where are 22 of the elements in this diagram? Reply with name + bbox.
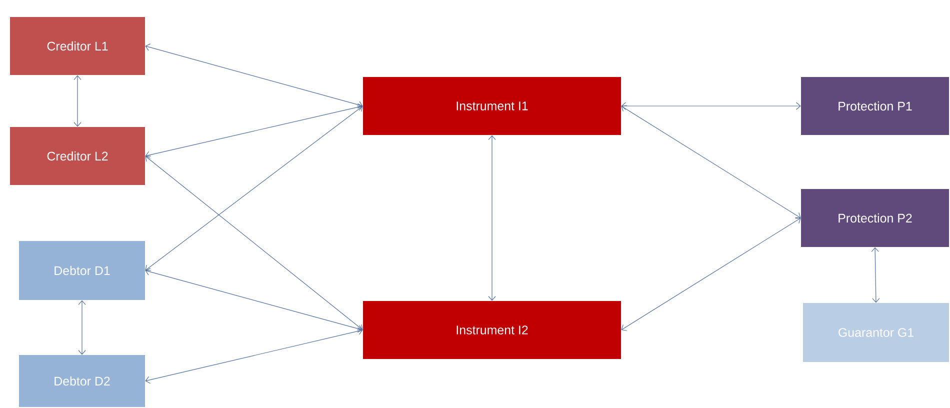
party-box: Creditor L2 <box>10 127 145 185</box>
party-box: Debtor D2 <box>19 355 145 407</box>
arrow <box>871 247 880 303</box>
arrow <box>78 300 86 355</box>
arrow <box>621 102 801 110</box>
arrow <box>145 268 363 332</box>
arrow <box>488 135 496 301</box>
party-box: Debtor D1 <box>19 241 145 300</box>
arrow <box>145 156 363 330</box>
instrument-box: Instrument I1 <box>363 77 621 135</box>
party-box: Creditor L1 <box>10 17 145 75</box>
instrument-box: Instrument I2 <box>363 301 621 359</box>
arrow <box>145 44 363 108</box>
guarantor-box: Guarantor G1 <box>803 303 949 362</box>
protection-box: Protection P1 <box>801 77 949 135</box>
arrow <box>621 105 801 219</box>
arrow <box>74 75 82 127</box>
protection-box: Protection P2 <box>801 189 949 247</box>
arrow <box>145 103 363 159</box>
arrow <box>621 217 801 331</box>
arrow <box>145 106 363 271</box>
arrow <box>145 327 363 384</box>
